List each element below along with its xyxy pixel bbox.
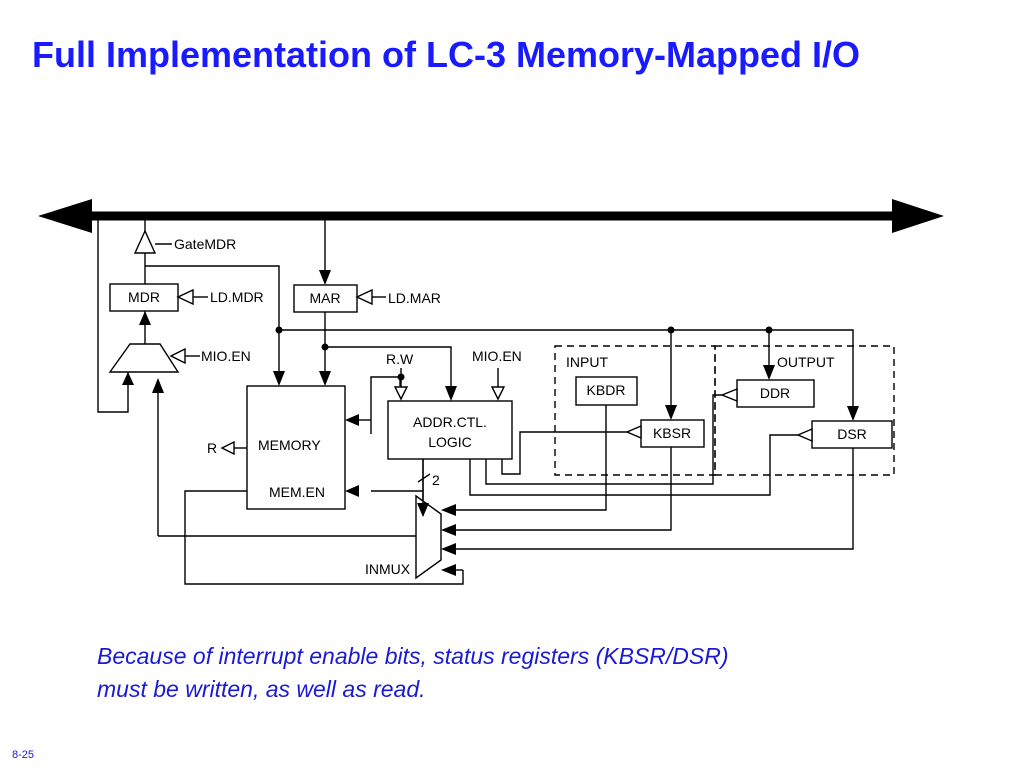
label-two-bits: 2 (432, 472, 440, 488)
label-mio-en-left: MIO.EN (201, 348, 251, 364)
kbdr-register: KBDR (587, 382, 626, 398)
page-number: 8-25 (12, 749, 35, 761)
label-inmux: INMUX (365, 561, 411, 577)
label-input-region: INPUT (566, 354, 608, 370)
label-output-region: OUTPUT (777, 354, 835, 370)
addr-ctl-logic-line2: LOGIC (428, 434, 472, 450)
caption: Because of interrupt enable bits, status… (97, 640, 917, 706)
dsr-register: DSR (837, 426, 867, 442)
label-r-w: R.W (386, 351, 414, 367)
label-ld-mdr: LD.MDR (210, 289, 264, 305)
label-r-output: R (207, 440, 217, 456)
memory-block: MEMORY (258, 437, 321, 453)
label-gatemdr: GateMDR (174, 236, 236, 252)
bus-left-arrowhead (38, 199, 92, 233)
ddr-register: DDR (760, 385, 790, 401)
addr-ctl-logic-line1: ADDR.CTL. (413, 414, 487, 430)
mar-register: MAR (309, 290, 340, 306)
caption-line-1: Because of interrupt enable bits, status… (97, 643, 729, 669)
slide-title: Full Implementation of LC-3 Memory-Mappe… (32, 34, 861, 75)
label-mio-en-top: MIO.EN (472, 348, 522, 364)
kbsr-register: KBSR (653, 425, 691, 441)
mdr-register: MDR (128, 289, 160, 305)
caption-line-2: must be written, as well as read. (97, 676, 426, 702)
label-ld-mar: LD.MAR (388, 290, 441, 306)
label-mem-en: MEM.EN (269, 484, 325, 500)
bus-right-arrowhead (892, 199, 944, 233)
